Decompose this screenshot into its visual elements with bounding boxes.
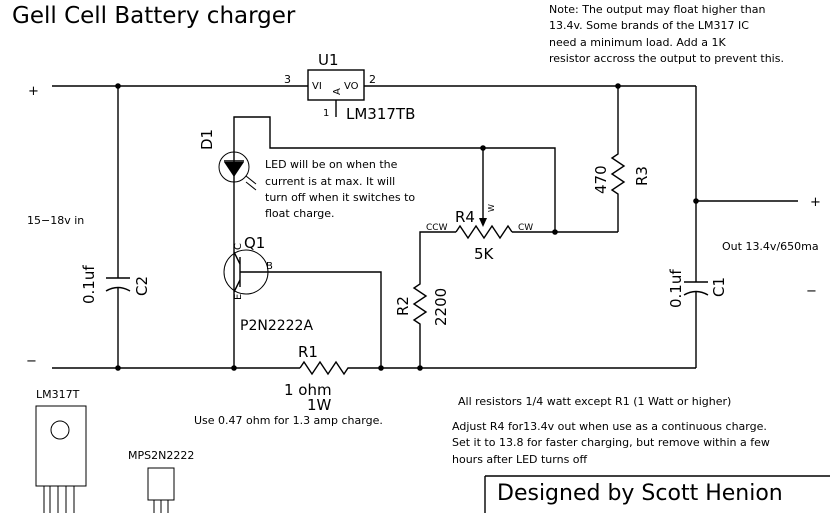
mps-package-body <box>147 467 175 501</box>
output-minus-label: − <box>806 284 817 299</box>
note-line-3: need a minimum load. Add a 1K <box>549 36 726 49</box>
d1-note-2: current is at max. It will <box>265 175 395 188</box>
u1-pin-out: 2 <box>369 73 376 86</box>
input-voltage-label: 15−18v in <box>27 214 84 227</box>
r4-ccw-label: CCW <box>426 223 448 233</box>
note-line-1: Note: The output may float higher than <box>549 3 765 16</box>
r3-value: 470 <box>592 165 610 194</box>
input-minus-label: − <box>26 354 37 369</box>
d1-note-4: float charge. <box>265 207 335 220</box>
q1-ref: Q1 <box>244 234 265 252</box>
d1-note-1: LED will be on when the <box>265 158 398 171</box>
lm317-package-body <box>35 405 87 487</box>
q1-base-label: B <box>266 261 273 272</box>
r2-resistor-symbol <box>412 280 428 368</box>
d1-light-arrow <box>245 175 257 185</box>
u1-pin-adj: 1 <box>323 108 329 119</box>
r1-wattage: 1W <box>307 396 332 414</box>
q1-collector-label: C <box>233 243 244 250</box>
u1-vo-label: VO <box>344 81 359 92</box>
junction-dot <box>552 229 558 235</box>
c1-plate-bottom <box>683 290 709 296</box>
mps-package-label: MPS2N2222 <box>128 449 194 462</box>
r2-value: 2200 <box>432 288 450 326</box>
adjust-note-2: Set it to 13.8 for faster charging, but … <box>452 436 770 449</box>
lm317-package-label: LM317T <box>36 388 80 401</box>
note-line-4: resistor accross the output to prevent t… <box>549 52 784 65</box>
d1-note-3: turn off when it switches to <box>265 191 415 204</box>
u1-pin-in: 3 <box>284 73 291 86</box>
r4-pot-symbol <box>455 224 513 240</box>
output-plus-label: + <box>810 195 821 210</box>
q1-part: P2N2222A <box>240 318 313 334</box>
output-voltage-label: Out 13.4v/650ma <box>722 240 819 253</box>
lm317-package-hole <box>50 420 70 440</box>
junction-dot <box>693 198 699 204</box>
r1-resistor-symbol <box>299 360 352 376</box>
d1-led-triangle <box>224 162 244 177</box>
c2-plate-bottom <box>105 286 131 292</box>
adjust-note-3: hours after LED turns off <box>452 453 588 466</box>
r4-ccw-wire <box>419 231 456 280</box>
r1-value: 1 ohm <box>284 381 332 399</box>
q1-emitter-lead <box>233 279 241 293</box>
r2-ref: R2 <box>394 296 412 316</box>
d1-light-arrow <box>245 181 257 191</box>
r4-wiper-arrow <box>479 218 487 227</box>
u1-ref: U1 <box>318 51 339 69</box>
r3-ref: R3 <box>633 166 651 186</box>
resistors-note: All resistors 1/4 watt except R1 (1 Watt… <box>458 395 731 408</box>
r4-wiper-label: W <box>487 204 496 212</box>
u1-adj-label: A <box>332 88 343 95</box>
adj-node-wire <box>233 116 556 368</box>
r4-cw-label: CW <box>518 223 533 233</box>
note-line-2: 13.4v. Some brands of the LM317 IC <box>549 19 749 32</box>
r4-ref: R4 <box>455 208 475 226</box>
r1-note: Use 0.47 ohm for 1.3 amp charge. <box>194 414 383 427</box>
d1-led-body <box>218 151 250 183</box>
c2-value: 0.1uf <box>80 265 98 304</box>
c1-ref: C1 <box>710 277 728 297</box>
c1-value: 0.1uf <box>667 269 685 308</box>
q1-base-wire <box>240 271 382 368</box>
r4-value: 5K <box>474 245 495 263</box>
adjust-note-1: Adjust R4 for13.4v out when use as a con… <box>452 420 767 433</box>
input-plus-label: + <box>28 84 39 99</box>
r1-ref: R1 <box>298 343 318 361</box>
u1-vi-label: VI <box>312 81 322 92</box>
d1-ref: D1 <box>198 129 216 150</box>
u1-part: LM317TB <box>346 105 415 123</box>
q1-emitter-label: E <box>233 294 244 300</box>
credit-text: Designed by Scott Henion <box>497 481 783 506</box>
schematic-title: Gell Cell Battery charger <box>12 3 296 29</box>
c2-ref: C2 <box>133 276 151 296</box>
r3-resistor-symbol <box>610 86 626 232</box>
q1-collector-lead <box>233 251 241 265</box>
